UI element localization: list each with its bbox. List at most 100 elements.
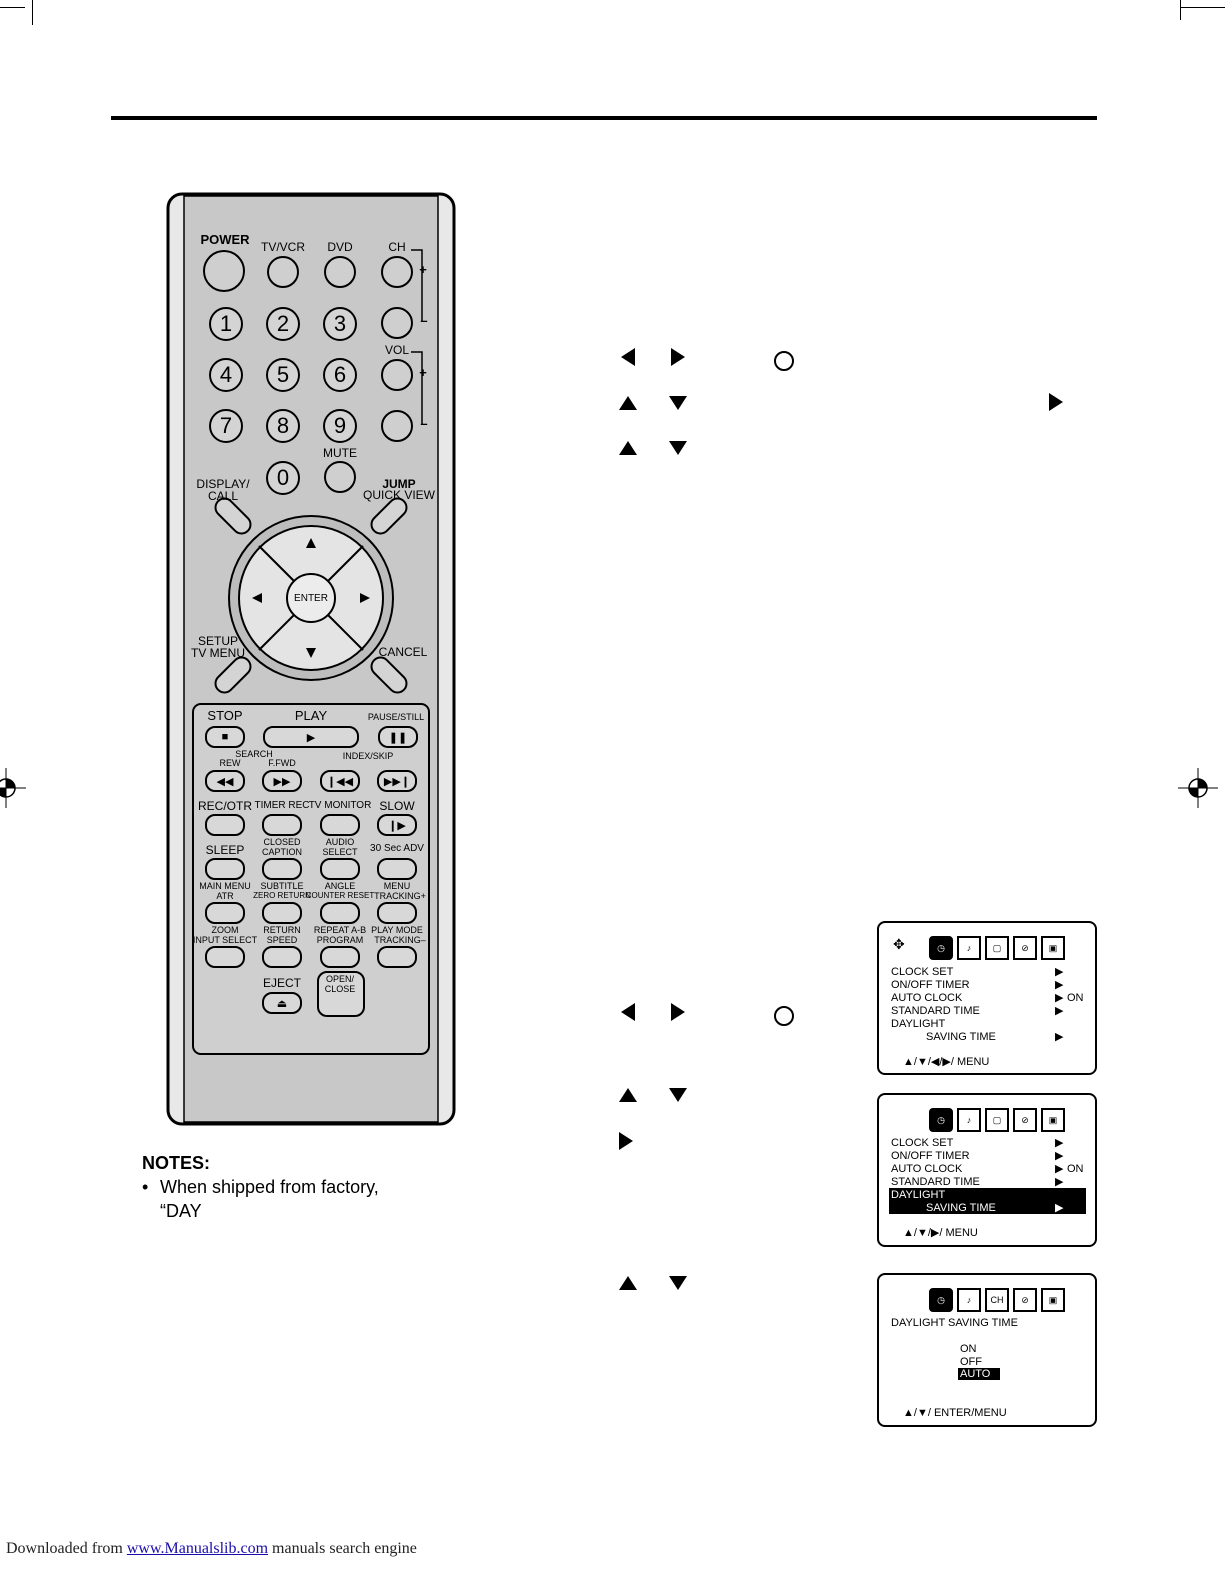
digit-9-button[interactable]: 9 <box>323 409 357 443</box>
repeat-ab-button[interactable] <box>320 946 360 968</box>
submenu-arrow-icon: ▶ <box>1055 1163 1064 1175</box>
adv30-button[interactable] <box>377 858 417 880</box>
tracking-plus-label: TRACKING+ <box>374 891 426 901</box>
vol-down-button[interactable] <box>381 410 413 442</box>
dpad-up-button[interactable] <box>281 526 341 556</box>
angle-button[interactable] <box>320 902 360 924</box>
menu-item-on-off-timer: ON/OFF TIMER <box>891 979 970 991</box>
ch-down-button[interactable] <box>381 307 413 339</box>
picture-tab-icon: ▢ <box>985 936 1009 960</box>
option-off: OFF <box>960 1356 982 1368</box>
submenu-arrow-icon: ▶ <box>1055 992 1064 1004</box>
mute-button[interactable] <box>324 461 356 493</box>
skip-forward-button[interactable]: ▶▶❙ <box>377 770 417 792</box>
menu-item-auto-clock: AUTO CLOCK <box>891 1163 963 1175</box>
ffwd-button[interactable]: ▶▶ <box>262 770 302 792</box>
open-close-button[interactable] <box>317 971 365 1017</box>
subtitle-button[interactable] <box>262 902 302 924</box>
slow-button[interactable]: ❙▶ <box>377 814 417 836</box>
menu-button[interactable] <box>377 902 417 924</box>
zoom-button[interactable] <box>205 946 245 968</box>
slow-label: SLOW <box>379 799 415 813</box>
header-rule <box>111 116 1097 120</box>
display-call-button[interactable] <box>214 504 254 530</box>
return-button[interactable] <box>262 946 302 968</box>
osd-nav-hint: ▲/▼/▶/ MENU <box>903 1227 978 1239</box>
tv-vcr-button[interactable] <box>267 256 299 288</box>
menu-item-saving-time: SAVING TIME <box>926 1202 996 1214</box>
left-arrow-icon <box>621 1003 635 1021</box>
vcr-tab-icon: ▣ <box>1041 936 1065 960</box>
setup-menu-label: SETUP TV MENU <box>191 634 245 660</box>
dpad-down-button[interactable] <box>281 640 341 670</box>
digit-4-button[interactable]: 4 <box>209 358 243 392</box>
digit-7-button[interactable]: 7 <box>209 409 243 443</box>
digit-6-button[interactable]: 6 <box>323 358 357 392</box>
lock-tab-icon: ⊘ <box>1013 1108 1037 1132</box>
stop-button[interactable]: ■ <box>205 726 245 748</box>
menu-item-auto-clock: AUTO CLOCK <box>891 992 963 1004</box>
menu-item-saving-time: SAVING TIME <box>926 1031 996 1043</box>
timer-rec-label: TIMER REC <box>254 800 310 811</box>
cancel-button[interactable] <box>370 662 410 688</box>
remote-control-illustration: POWER TV/VCR DVD CH + – 1 2 3 4 5 6 7 8 … <box>166 192 456 1126</box>
menu-item-daylight: DAYLIGHT <box>891 1189 946 1201</box>
play-mode-button[interactable] <box>377 946 417 968</box>
power-label: POWER <box>200 232 250 247</box>
right-arrow-icon <box>671 1003 685 1021</box>
vcr-tab-icon: ▣ <box>1041 1288 1065 1312</box>
eject-button[interactable]: ⏏ <box>262 992 302 1014</box>
timer-rec-button[interactable] <box>262 814 302 836</box>
digit-3-button[interactable]: 3 <box>323 307 357 341</box>
sleep-button[interactable] <box>205 858 245 880</box>
dvd-label: DVD <box>327 240 353 254</box>
dvd-button[interactable] <box>324 256 356 288</box>
rec-otr-label: REC/OTR <box>198 799 252 813</box>
power-button[interactable] <box>203 250 245 292</box>
crop-mark-tl-v <box>32 0 33 25</box>
eject-label: EJECT <box>262 976 302 990</box>
picture-tab-icon: ▢ <box>985 1108 1009 1132</box>
clock-tab-icon: ◷ <box>929 1288 953 1312</box>
digit-8-button[interactable]: 8 <box>266 409 300 443</box>
digit-1-button[interactable]: 1 <box>209 307 243 341</box>
dpad-left-button[interactable] <box>239 568 269 628</box>
clock-icon <box>774 351 794 371</box>
ch-minus-sign: – <box>420 313 428 328</box>
digit-5-button[interactable]: 5 <box>266 358 300 392</box>
jump-label: JUMP <box>382 477 416 491</box>
pause-still-button[interactable]: ❚❚ <box>378 726 418 748</box>
digit-2-button[interactable]: 2 <box>266 307 300 341</box>
manualslib-link[interactable]: www.Manualslib.com <box>126 1540 269 1557</box>
skip-back-button[interactable]: ❙◀◀ <box>320 770 360 792</box>
up-arrow-icon <box>619 441 637 455</box>
tv-vcr-label: TV/VCR <box>260 240 306 254</box>
audio-select-button[interactable] <box>320 858 360 880</box>
main-menu-button[interactable] <box>205 902 245 924</box>
sound-tab-icon: ♪ <box>957 1288 981 1312</box>
vol-up-button[interactable] <box>381 359 413 391</box>
left-arrow-icon <box>621 348 635 366</box>
footer-suffix: manuals search engine <box>268 1540 417 1557</box>
osd-title: DAYLIGHT SAVING TIME <box>891 1317 1018 1329</box>
zoom-label: ZOOM <box>211 925 239 935</box>
dpad-right-button[interactable] <box>353 568 383 628</box>
counter-reset-label: COUNTER RESET <box>305 891 375 900</box>
down-arrow-icon <box>669 441 687 455</box>
setup-menu-button[interactable] <box>214 662 254 688</box>
digit-0-button[interactable]: 0 <box>266 461 300 495</box>
closed-caption-button[interactable] <box>262 858 302 880</box>
note-line-2: “DAY <box>160 1201 202 1221</box>
jump-button[interactable] <box>370 504 410 530</box>
main-menu-label: MAIN MENU <box>199 881 251 891</box>
play-button[interactable]: ▶ <box>263 726 359 748</box>
vol-label: VOL <box>384 343 410 357</box>
rew-button[interactable]: ◀◀ <box>205 770 245 792</box>
cursor-arrows-icon: ✥ <box>893 936 905 952</box>
tv-monitor-button[interactable] <box>320 814 360 836</box>
ch-up-button[interactable] <box>381 256 413 288</box>
rec-otr-button[interactable] <box>205 814 245 836</box>
closed-caption-label: CLOSED CAPTION <box>261 837 303 857</box>
osd-nav-hint: ▲/▼/ ENTER/MENU <box>903 1407 1007 1419</box>
enter-button[interactable]: ENTER <box>294 593 328 604</box>
